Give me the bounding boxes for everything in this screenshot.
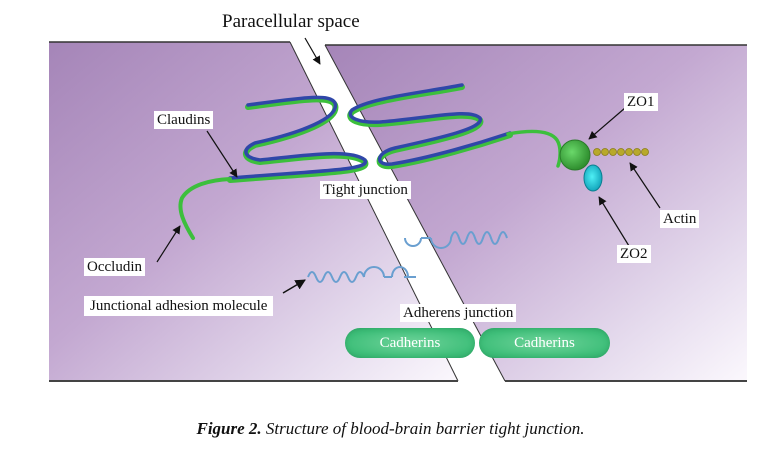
occludin-label: Occludin (84, 258, 145, 276)
caption-prefix: Figure 2. (196, 419, 262, 438)
actin-filament (593, 148, 649, 156)
caption-text: Structure of blood-brain barrier tight j… (261, 419, 585, 438)
jam-molecule-right (404, 231, 508, 249)
occludin-strand (178, 177, 232, 240)
claudin-strand-right (347, 83, 513, 170)
occludin-tail-right (506, 129, 562, 168)
claudins-label: Claudins (154, 111, 214, 129)
figure-caption: Figure 2. Structure of blood-brain barri… (0, 419, 781, 439)
occludin-arrow (156, 225, 181, 263)
jam-arrow (282, 279, 306, 294)
adherens-junction-label: Adherens junction (400, 304, 517, 322)
paracellular-arrow (304, 37, 321, 65)
paracellular-space-label: Paracellular space (222, 11, 360, 32)
tight-junction-label: Tight junction (320, 181, 411, 199)
claudins-arrow (206, 130, 238, 178)
zo1-label: ZO1 (624, 93, 658, 111)
cadherin-left: Cadherins (345, 328, 475, 358)
cadherin-right: Cadherins (479, 328, 610, 358)
gap-edge-right (324, 44, 506, 382)
zo2-protein (583, 164, 603, 192)
zo1-arrow (588, 107, 626, 140)
actin-label: Actin (660, 210, 700, 228)
right-cell-membrane (325, 45, 747, 381)
zo2-arrow (598, 196, 630, 247)
claudin-strand-left (227, 95, 369, 183)
jam-label: Junctional adhesion molecule (84, 296, 274, 316)
jam-molecule-left (307, 266, 416, 283)
zo2-label: ZO2 (617, 245, 651, 263)
actin-arrow (629, 162, 661, 209)
zo1-protein (559, 139, 591, 171)
